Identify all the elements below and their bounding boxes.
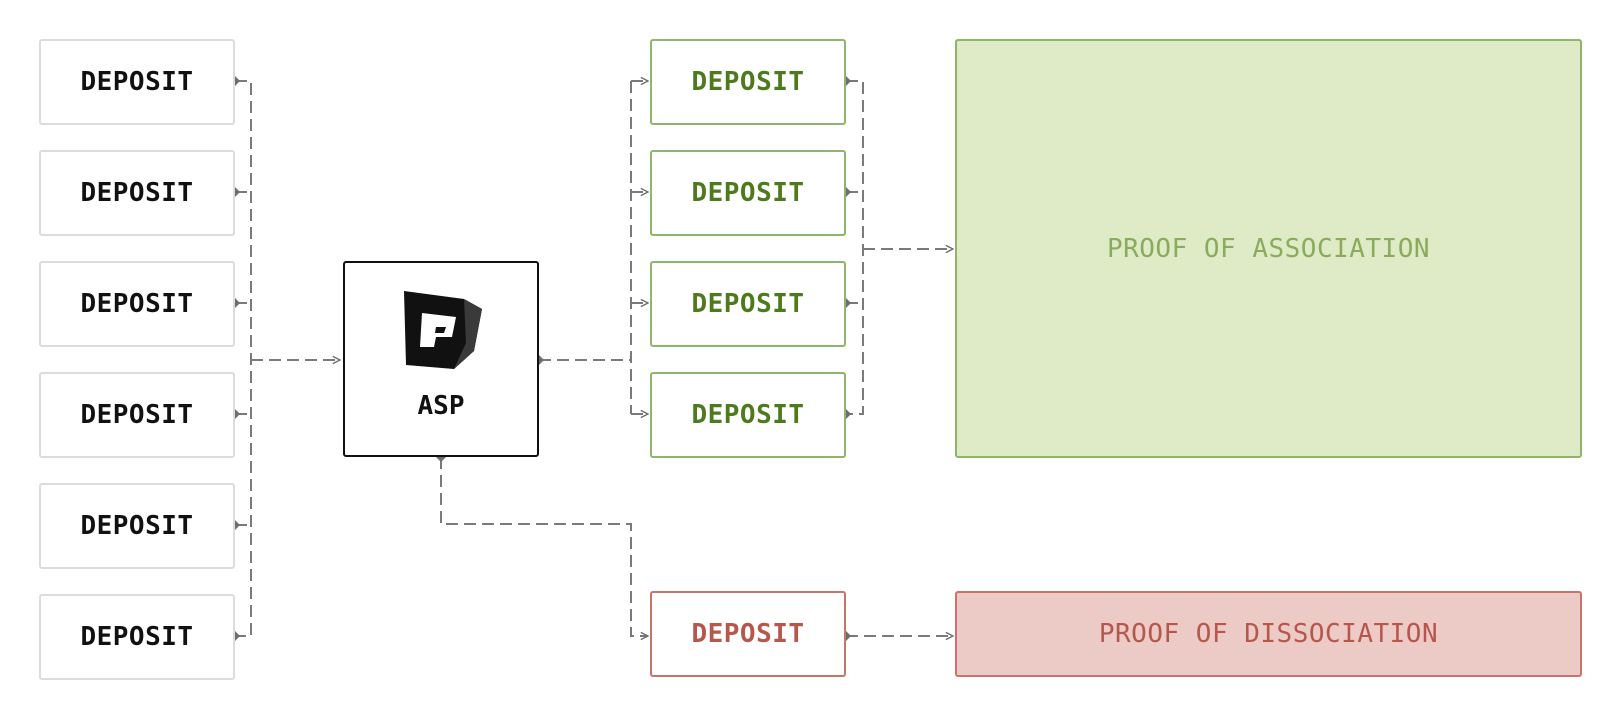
asp-label: ASP — [417, 391, 465, 421]
approved-deposit-box: DEPOSIT — [650, 372, 846, 458]
asp-node: ASP — [343, 261, 539, 457]
deposit-box: DEPOSIT — [39, 594, 235, 680]
proof-of-association-box: PROOF OF ASSOCIATION — [955, 39, 1582, 458]
approved-deposit-box: DEPOSIT — [650, 150, 846, 236]
asp-logo-icon — [404, 291, 482, 369]
deposit-box: DEPOSIT — [39, 150, 235, 236]
deposit-box: DEPOSIT — [39, 483, 235, 569]
deposit-box: DEPOSIT — [39, 39, 235, 125]
deposit-box: DEPOSIT — [39, 372, 235, 458]
approved-deposit-box: DEPOSIT — [650, 39, 846, 125]
approved-deposit-box: DEPOSIT — [650, 261, 846, 347]
proof-of-dissociation-box: PROOF OF DISSOCIATION — [955, 591, 1582, 677]
deposit-box: DEPOSIT — [39, 261, 235, 347]
rejected-deposit-box: DEPOSIT — [650, 591, 846, 677]
